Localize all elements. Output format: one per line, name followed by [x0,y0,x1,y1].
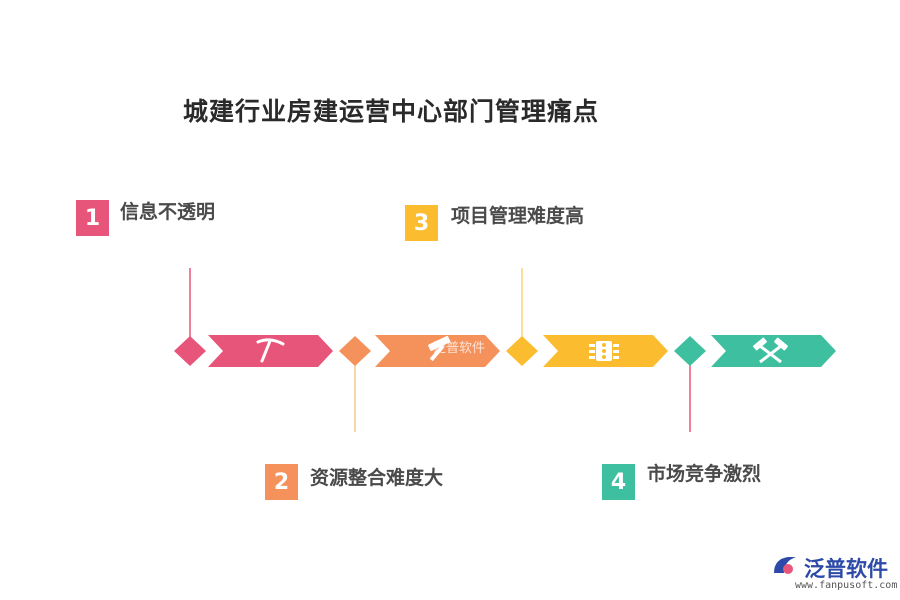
diamond-marker-3 [506,336,538,366]
arrow-segment-1 [208,335,333,367]
diamond-marker-2 [339,336,371,366]
label-2: 资源整合难度大 [310,467,444,489]
watermark-text: 泛普软件 [433,341,486,356]
badge-1: 1 [76,200,109,236]
badge-3: 3 [405,205,438,241]
label-4: 市场竞争激烈 [647,463,762,485]
diamond-marker-1 [174,336,206,366]
badge-4: 4 [602,464,635,500]
logo-name: 泛普软件 [804,557,888,581]
hammer-icon [428,335,451,362]
diamond-marker-4 [674,336,706,366]
brand-logo: 泛普软件 [770,553,888,583]
badge-2: 2 [265,464,298,500]
traffic-light-icon [589,341,619,361]
label-1: 信息不透明 [120,201,216,223]
logo-url: www.fanpusoft.com [795,580,898,591]
crossed-hammers-icon [753,337,788,364]
label-3: 项目管理难度高 [451,205,585,227]
pickaxe-icon [256,338,285,363]
logo-mark-icon [774,557,796,574]
page-title: 城建行业房建运营中心部门管理痛点 [183,97,600,126]
